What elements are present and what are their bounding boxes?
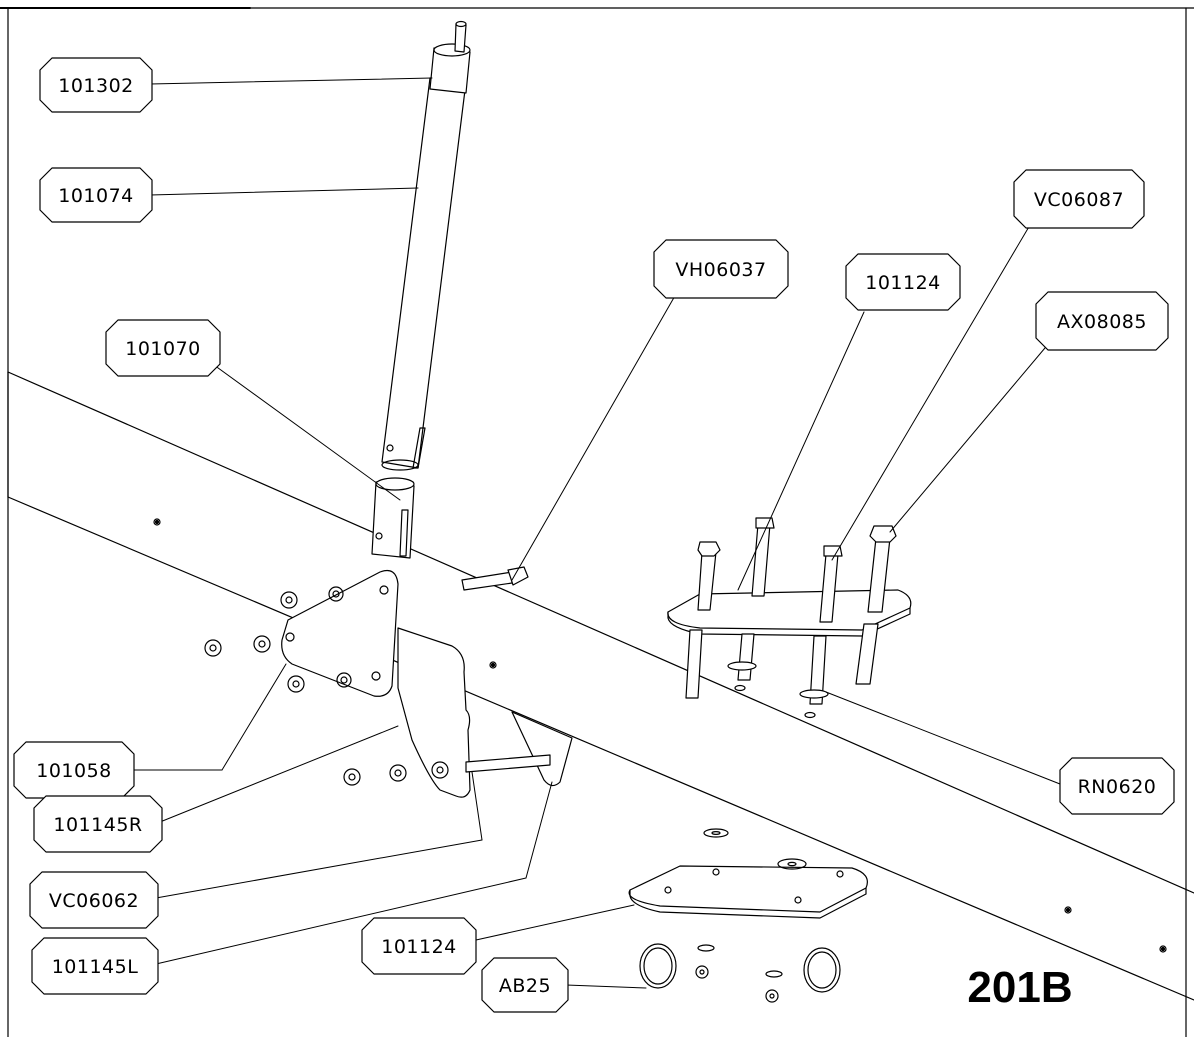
- callout-101124-top: 101124: [845, 253, 961, 311]
- callout-label: VH06037: [675, 259, 766, 281]
- callout-label: VC06087: [1034, 189, 1124, 211]
- callout-label: 101074: [58, 185, 134, 207]
- plate-101145R: [397, 627, 471, 798]
- bolt-VH06037: [461, 566, 529, 591]
- callout-VC06087: VC06087: [1013, 169, 1145, 229]
- callout-label: RN0620: [1078, 776, 1157, 798]
- callout-AX08085: AX08085: [1035, 291, 1169, 351]
- callout-label: AX08085: [1057, 311, 1147, 333]
- callout-101302: 101302: [39, 57, 153, 113]
- sleeve-101070: [371, 477, 415, 559]
- callout-label: 101058: [36, 760, 112, 782]
- callout-label: VC06062: [49, 890, 139, 912]
- plate-101058: [281, 569, 399, 697]
- mount-plate-bottom: [628, 828, 868, 919]
- frame-rail: [7, 371, 1194, 1001]
- tube-101074: [381, 77, 467, 471]
- callout-label: 101145R: [53, 814, 142, 836]
- mount-plate-top: [667, 517, 912, 705]
- leader-lines: [132, 77, 1061, 989]
- callout-101070: 101070: [105, 319, 221, 377]
- callout-VH06037: VH06037: [653, 239, 789, 299]
- callout-label: 101124: [865, 272, 941, 294]
- callout-VC06062: VC06062: [29, 871, 159, 929]
- callout-101145R: 101145R: [33, 795, 163, 853]
- callout-label: 101124: [381, 936, 457, 958]
- sheet-border: [0, 7, 1194, 1038]
- hardware-left: [204, 591, 407, 786]
- plate-101145L: [511, 711, 573, 787]
- callout-label: 101070: [125, 338, 201, 360]
- clips-AB25: [639, 943, 841, 1003]
- callout-101124-bottom: 101124: [361, 917, 477, 975]
- callout-label: 101145L: [52, 956, 139, 978]
- cap-101302: [429, 20, 471, 94]
- callout-RN0620: RN0620: [1059, 757, 1175, 815]
- callout-101145L: 101145L: [31, 937, 159, 995]
- callout-AB25: AB25: [481, 957, 569, 1013]
- callout-101058: 101058: [13, 741, 135, 799]
- callout-101074: 101074: [39, 167, 153, 223]
- bolt-VC06062: [465, 754, 551, 773]
- figure-id: 201B: [967, 963, 1072, 1012]
- callout-label: 101302: [58, 75, 134, 97]
- callout-label: AB25: [499, 975, 551, 997]
